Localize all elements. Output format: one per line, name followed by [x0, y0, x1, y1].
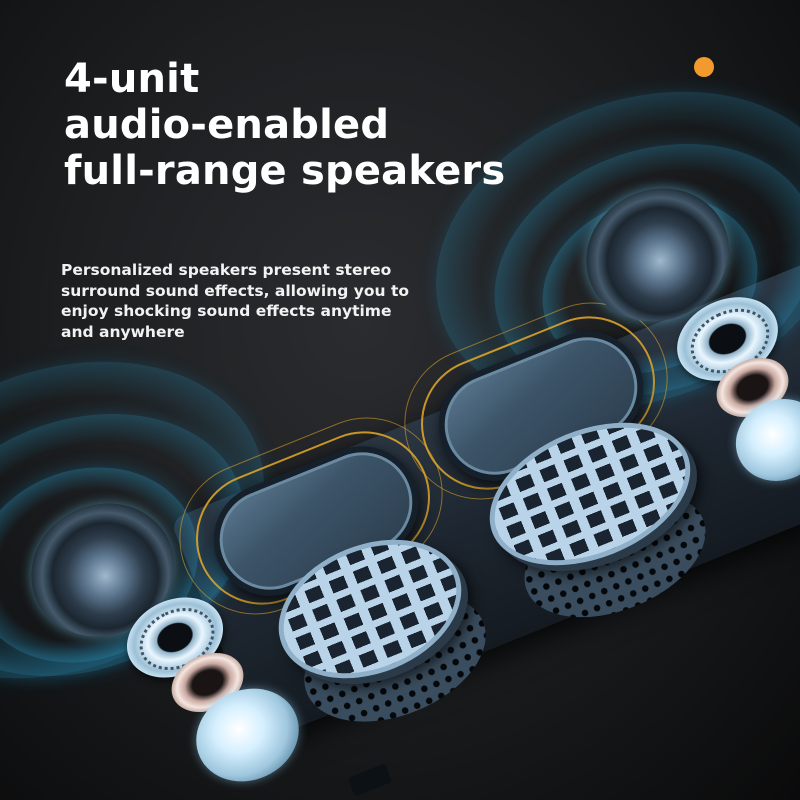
- speaker-body-slot: [347, 763, 393, 797]
- description-line-4: and anywhere: [61, 322, 185, 341]
- description-line-1: Personalized speakers present stereo: [61, 261, 392, 279]
- headline: 4-unit audio-enabled full-range speakers: [64, 56, 505, 194]
- description-line-2: surround sound effects, allowing you to: [61, 281, 410, 300]
- headline-line-3: full-range speakers: [64, 148, 506, 194]
- headline-line-1: 4-unit: [64, 56, 200, 102]
- description: Personalized speakers present stereo sur…: [61, 260, 451, 342]
- accent-dot-icon: [694, 57, 714, 77]
- description-line-3: enjoy shocking sound effects anytime: [61, 302, 392, 320]
- headline-line-2: audio-enabled: [64, 102, 390, 148]
